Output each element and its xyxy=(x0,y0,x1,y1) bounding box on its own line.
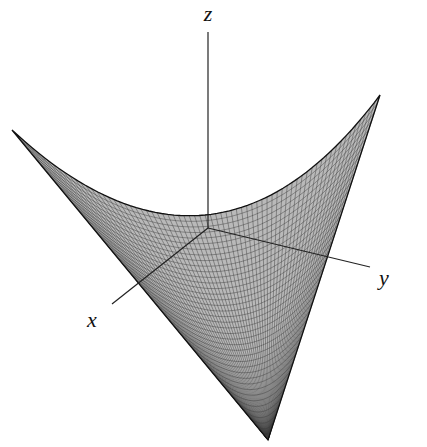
axis-label: x xyxy=(87,309,97,331)
surface-mesh xyxy=(12,95,380,440)
axis-label: z xyxy=(204,3,213,25)
axis-label: y xyxy=(379,267,389,289)
z-axis xyxy=(207,32,208,228)
surface-fill xyxy=(12,95,380,440)
coordinate-axes xyxy=(112,32,370,304)
y-axis xyxy=(208,228,370,267)
surface-edge xyxy=(12,95,380,440)
x-axis xyxy=(112,228,208,304)
